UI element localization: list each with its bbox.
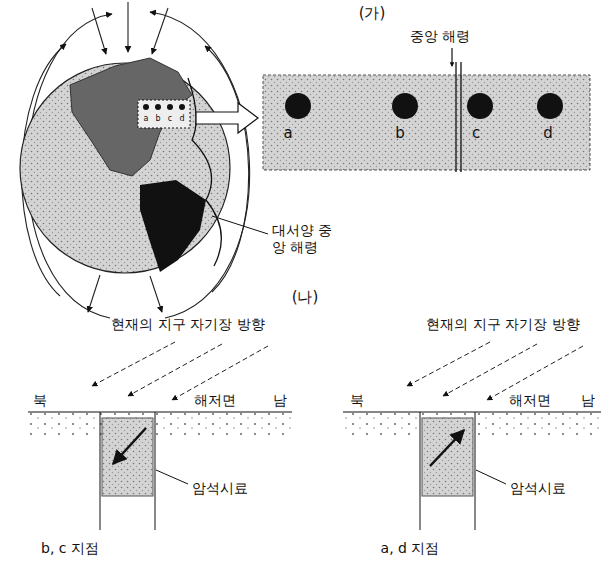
direction-label: 남 xyxy=(273,392,287,409)
ridge-line xyxy=(455,62,456,172)
ridge-pointer xyxy=(451,48,452,66)
site-caption: a, d 지점 xyxy=(381,540,440,557)
direction-label: 북 xyxy=(350,392,364,409)
site-letter: b xyxy=(155,114,160,124)
south-america xyxy=(140,180,206,272)
leader-line xyxy=(212,216,268,234)
field-direction-label: 현재의 지구 자기장 방향 xyxy=(111,316,264,333)
ridge-label: 대서양 중앙 해령 xyxy=(272,222,346,256)
mid-atlantic-ridge xyxy=(188,78,221,266)
sample-label: 암석시료 xyxy=(510,480,566,497)
site-letter: a xyxy=(283,124,292,142)
ridge-label: 중앙 해령 xyxy=(410,28,470,45)
site-letter: b xyxy=(395,124,405,142)
site-caption: b, c 지점 xyxy=(41,540,99,557)
site-letter: d xyxy=(179,114,184,124)
field-direction-label: 현재의 지구 자기장 방향 xyxy=(426,316,579,333)
site-circles xyxy=(285,93,563,119)
panel-heading: (가) xyxy=(359,4,386,22)
seafloor-label: 해저면 xyxy=(509,392,551,409)
direction-label: 북 xyxy=(33,392,47,409)
panel-bc xyxy=(28,342,292,530)
site-letter: c xyxy=(168,114,172,124)
seafloor-panel xyxy=(263,75,590,170)
zoom-arrow xyxy=(196,103,258,133)
seafloor-label: 해저면 xyxy=(194,392,236,409)
panel-ad xyxy=(343,342,601,530)
site-letter: a xyxy=(144,114,149,124)
site-dots xyxy=(143,104,185,110)
ridge-line xyxy=(460,62,461,172)
panel-heading: (나) xyxy=(292,288,319,306)
site-box xyxy=(138,100,190,128)
site-letter: c xyxy=(472,124,480,142)
sample-label: 암석시료 xyxy=(192,480,248,497)
direction-label: 남 xyxy=(581,392,595,409)
site-letter: d xyxy=(543,124,553,142)
north-america xyxy=(70,58,192,176)
